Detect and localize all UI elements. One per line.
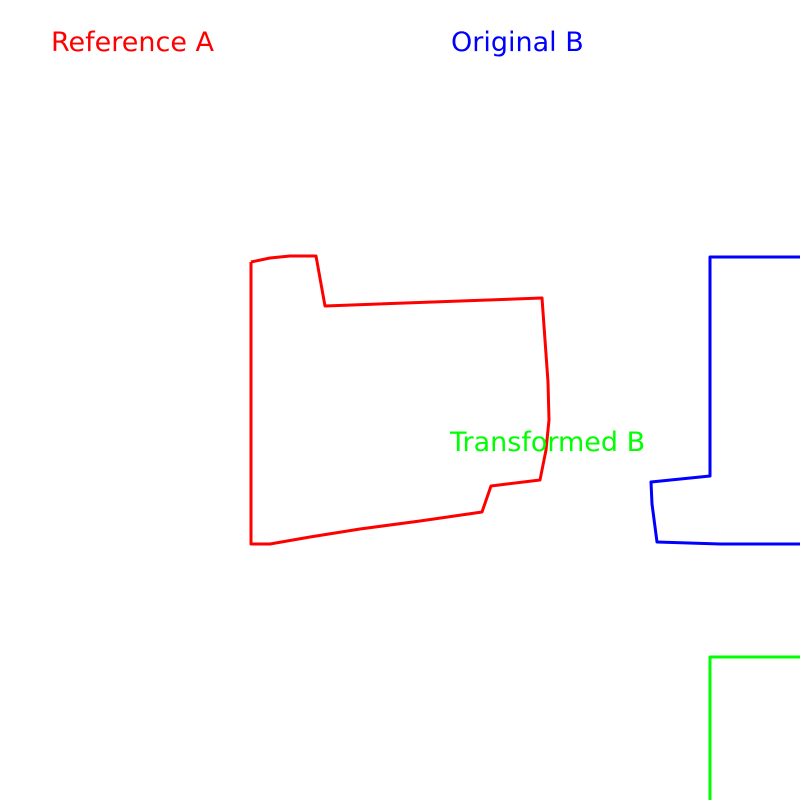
original-b-outline [649, 255, 800, 546]
reference-a-outline [249, 254, 551, 546]
original-b-label: Original B [451, 27, 584, 58]
transformed-b-label: Transformed B [449, 427, 645, 458]
reference-a-label: Reference A [51, 27, 215, 58]
transformed-b-outline [708, 655, 800, 800]
